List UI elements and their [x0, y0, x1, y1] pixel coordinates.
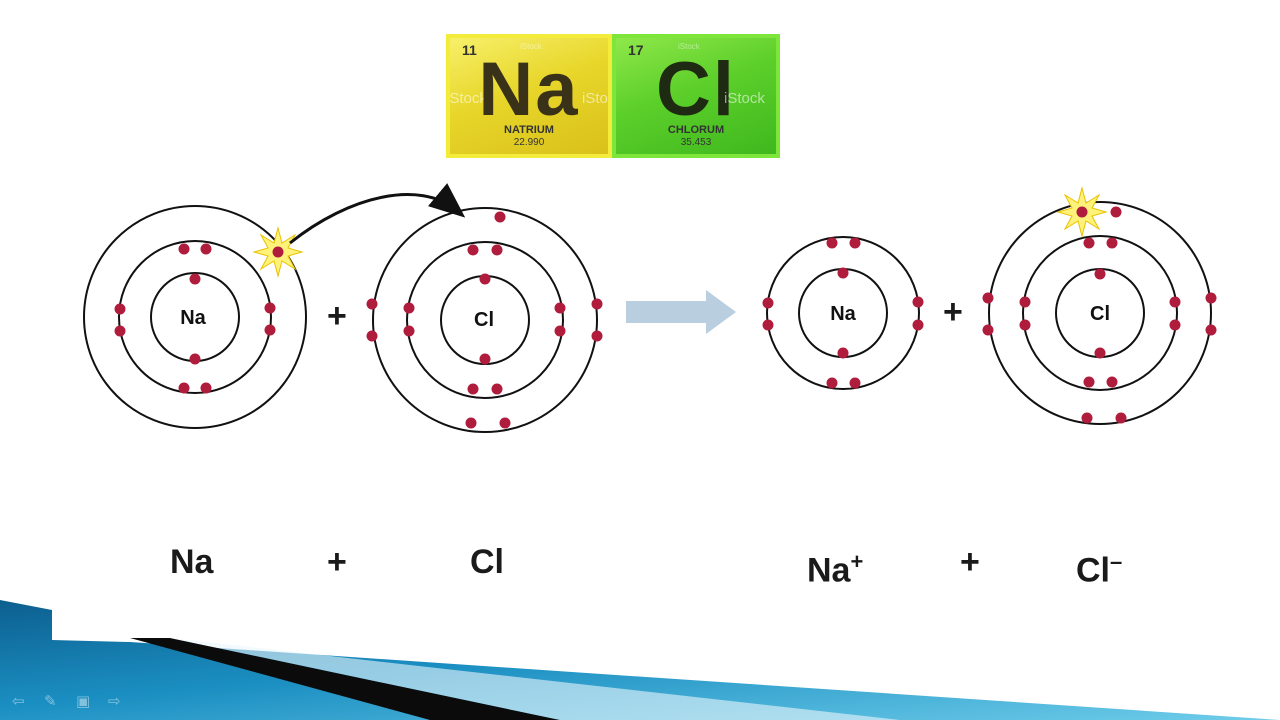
element-symbol: Na: [478, 47, 580, 132]
plus-sign: +: [327, 297, 347, 335]
watermark: iStock: [582, 90, 608, 107]
ion-symbol: Cl: [1076, 551, 1110, 590]
element-name: NATRIUM: [504, 124, 554, 136]
middle-shell: [1022, 235, 1178, 391]
outer-shell: [766, 236, 920, 390]
ion-symbol: Na: [807, 551, 851, 590]
watermark: iStock: [446, 90, 487, 107]
equation-na-ion: Na+: [807, 540, 863, 592]
atomic-number: 11: [462, 42, 477, 58]
middle-shell: [406, 241, 564, 399]
slide-icon[interactable]: ▣: [76, 693, 91, 710]
ion-charge: –: [1110, 549, 1123, 574]
atom-label: Na: [180, 307, 206, 329]
atomic-mass: 22.990: [513, 137, 545, 148]
plus-sign: +: [943, 293, 963, 331]
middle-shell: [118, 240, 272, 394]
chlorine-atom: Cl: [366, 207, 603, 433]
electrons: [114, 243, 276, 394]
sodium-ion: Na: [762, 236, 924, 390]
outer-shell: [372, 207, 598, 433]
equation-cl: Cl: [470, 543, 504, 581]
atom-label: Na: [830, 303, 856, 325]
atomic-number: 17: [628, 42, 644, 58]
watermark-small: iStock: [678, 42, 700, 51]
atom-label: Cl: [1090, 303, 1110, 325]
electrons: [762, 237, 924, 389]
chloride-ion: Cl: [982, 186, 1217, 425]
equation-plus: +: [960, 543, 980, 581]
outer-shell: [988, 201, 1212, 425]
electrons: [366, 211, 603, 429]
back-arrow-icon[interactable]: ⇦: [12, 693, 25, 710]
equation-na: Na: [170, 543, 214, 581]
chlorine-element-tile: iStock 17 Cl iStock CHLORUM 35.453: [612, 34, 780, 158]
electron-transfer-arrow: [289, 183, 466, 245]
equation-cl-ion: Cl–: [1076, 540, 1122, 592]
element-symbol: Cl: [656, 47, 736, 132]
element-name: CHLORUM: [667, 124, 725, 136]
sodium-atom: Na: [83, 205, 307, 429]
slide-footer-decoration: [0, 600, 1280, 720]
reaction-arrow: [626, 290, 736, 334]
atom-label: Cl: [474, 309, 494, 331]
atomic-mass: 35.453: [680, 137, 712, 148]
gained-electron: [1076, 206, 1088, 218]
pen-icon[interactable]: ✎: [44, 693, 57, 710]
sodium-element-tile: iStock 11 iStock Na iStock NATRIUM 22.99…: [446, 34, 612, 158]
outer-shell: [83, 205, 307, 429]
electrons: [982, 206, 1217, 424]
equation-plus: +: [327, 543, 347, 581]
watermark: iStock: [724, 90, 765, 107]
ion-charge: +: [850, 549, 864, 574]
valence-electron: [272, 246, 284, 258]
watermark-small: iStock: [520, 42, 542, 51]
menu-icon[interactable]: ⇨: [108, 693, 121, 710]
